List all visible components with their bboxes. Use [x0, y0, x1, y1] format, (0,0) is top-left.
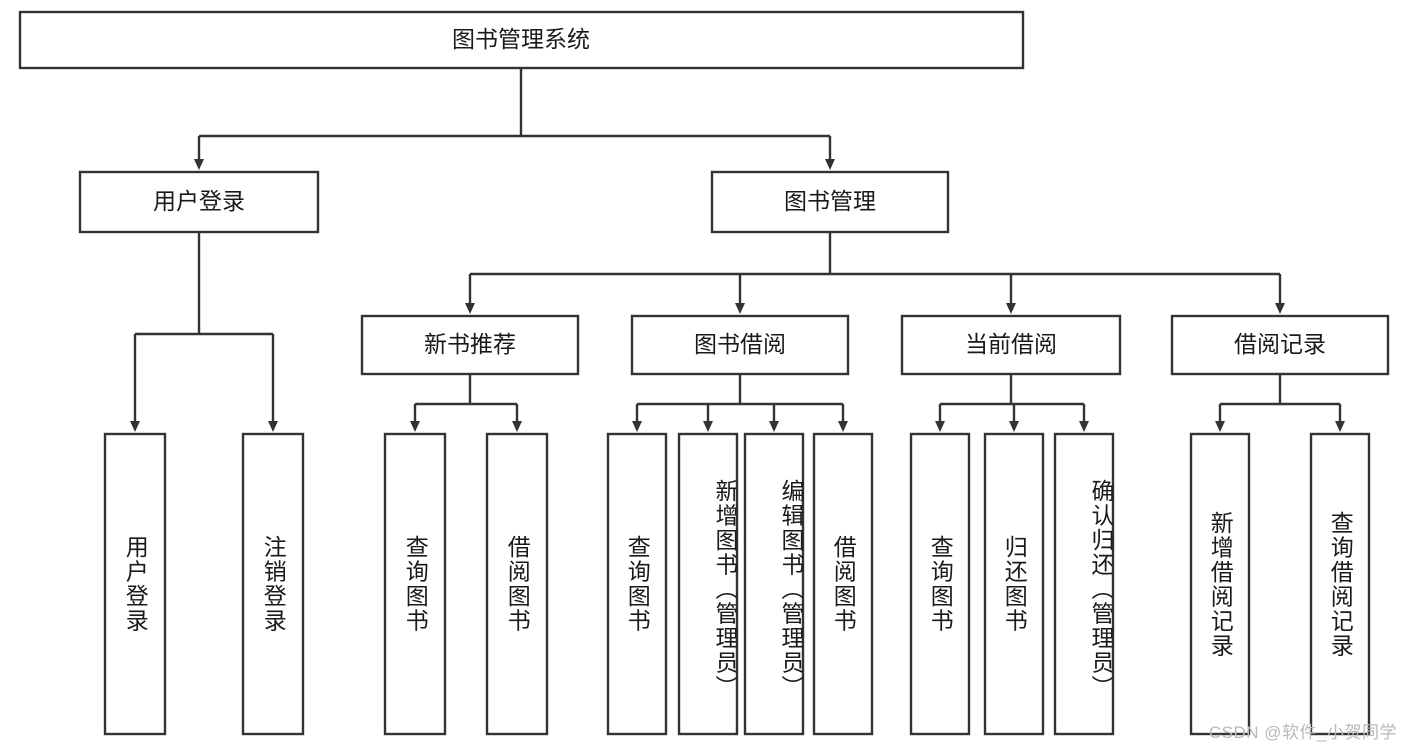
leaf-user-login-box[interactable] — [103, 432, 167, 736]
leaf-add-borrow-record-box[interactable] — [1189, 432, 1251, 736]
node-user-login-label: 用户登录 — [153, 188, 245, 214]
leaf-borrow-book-box[interactable] — [812, 432, 874, 736]
leaf-query-borrow-record-box[interactable] — [1309, 432, 1371, 736]
node-book-borrow-label: 图书借阅 — [694, 331, 786, 357]
leaf-logout-login-box[interactable] — [241, 432, 305, 736]
leaf-confirm-return-admin-box[interactable] — [1053, 432, 1115, 736]
node-root-label: 图书管理系统 — [452, 26, 590, 52]
leaf-edit-book-admin-box[interactable] — [743, 432, 805, 736]
node-current-borrow-box[interactable] — [900, 314, 1122, 376]
node-current-borrow-label: 当前借阅 — [965, 331, 1057, 357]
node-new-book-recommend-box[interactable] — [360, 314, 580, 376]
leaf-query-book-borrow-box[interactable] — [606, 432, 668, 736]
node-user-login-box[interactable] — [78, 170, 320, 234]
leaf-query-book-rec-box[interactable] — [383, 432, 447, 736]
watermark-text: CSDN @软件_小贺同学 — [1208, 723, 1397, 742]
leaf-borrow-book-rec-box[interactable] — [485, 432, 549, 736]
node-new-book-recommend-label: 新书推荐 — [424, 331, 516, 357]
node-borrow-record-label: 借阅记录 — [1234, 331, 1326, 357]
leaf-return-book-box[interactable] — [983, 432, 1045, 736]
node-book-manage-label: 图书管理 — [784, 188, 876, 214]
leaf-add-book-admin-box[interactable] — [677, 432, 739, 736]
leaf-query-book-current-box[interactable] — [909, 432, 971, 736]
node-root-box[interactable] — [18, 10, 1025, 70]
